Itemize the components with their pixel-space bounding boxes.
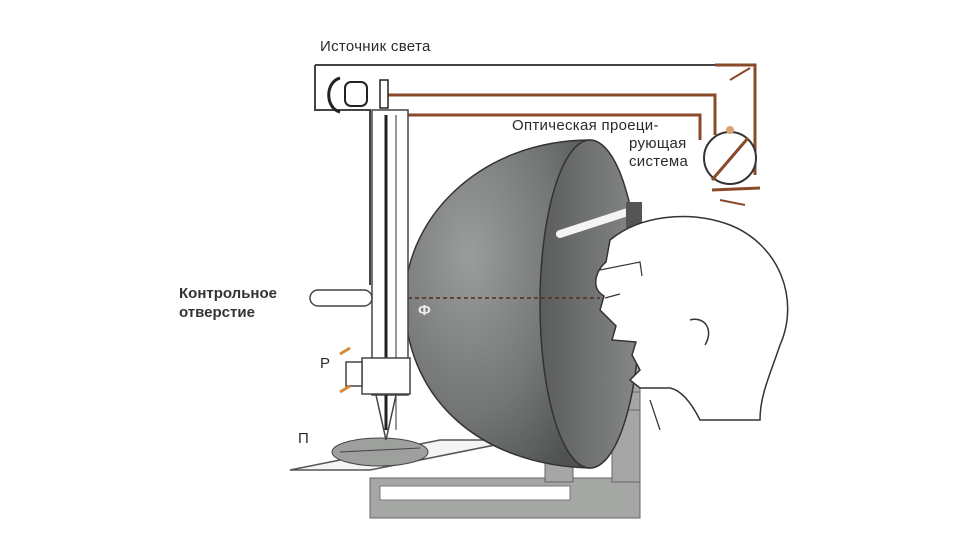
perimeter-dome <box>310 139 644 469</box>
projection-system-label-line2: рующая <box>629 135 687 152</box>
vertical-rod <box>309 109 411 441</box>
projection-system-label-line3: система <box>629 153 689 170</box>
projection-lens <box>626 126 761 228</box>
control-hole-label-line2: отверстие <box>179 304 255 321</box>
patient-head <box>595 215 789 431</box>
projection-system-label-line1: Оптическая проеци- <box>512 117 659 134</box>
control-hole-label-line1: Контрольное <box>179 285 277 302</box>
optical-tubes <box>385 63 757 175</box>
fixation-point-letter: Ф <box>418 302 431 319</box>
light-source-label: Источник света <box>320 38 431 55</box>
light-source-housing <box>314 64 751 285</box>
plate-letter: П <box>298 430 310 447</box>
regulator-letter: Р <box>320 355 331 372</box>
